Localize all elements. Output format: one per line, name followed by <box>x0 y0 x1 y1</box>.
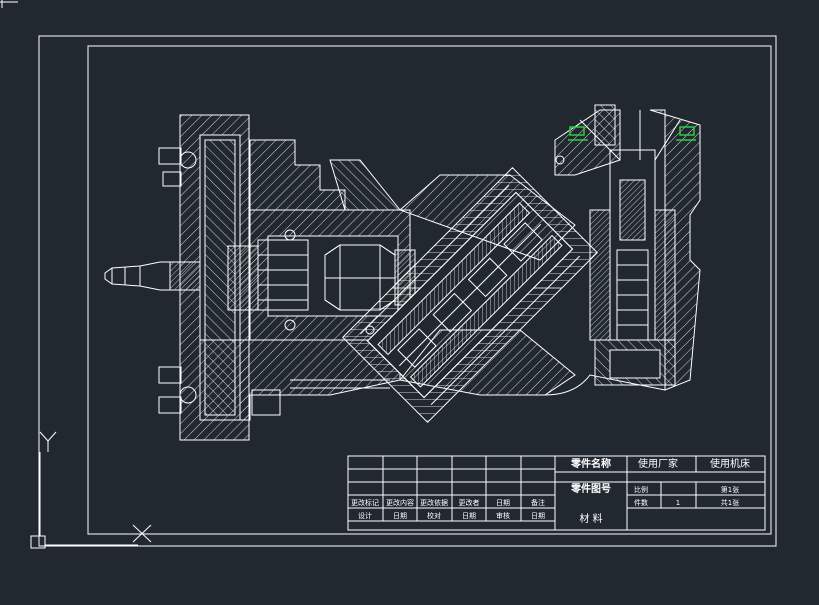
sign-header-date-3: 日期 <box>531 512 545 520</box>
sheet-no-label: 第1张 <box>721 485 739 494</box>
revision-header-author: 更改者 <box>459 498 480 507</box>
inner-frame <box>87 45 772 535</box>
quantity-label: 件数 <box>634 498 648 507</box>
revision-header-mark: 更改标记 <box>351 498 379 507</box>
title-block-text: 零件名称 使用厂家 使用机床 零件图号 比例 第1张 件数 1 共1张 材 料 … <box>351 457 750 525</box>
quantity-value: 1 <box>676 499 680 507</box>
x-cursor-mark <box>132 524 152 543</box>
green-highlight-features <box>568 126 696 141</box>
revision-header-basis: 更改依据 <box>420 498 448 507</box>
user-machine-label: 使用机床 <box>710 457 750 470</box>
ucs-icon <box>30 431 138 549</box>
revision-header-content: 更改内容 <box>386 498 414 507</box>
assembly-section-view <box>104 104 701 441</box>
scale-label: 比例 <box>634 485 648 494</box>
sign-header-check: 校对 <box>427 511 441 520</box>
revision-header-date: 日期 <box>496 499 510 507</box>
sign-header-design: 设计 <box>358 511 372 520</box>
sign-header-date-2: 日期 <box>462 512 476 520</box>
sign-header-date-1: 日期 <box>393 512 407 520</box>
outer-frame <box>38 35 777 547</box>
corner-crosshair <box>0 0 18 8</box>
part-name-label: 零件名称 <box>570 457 611 470</box>
user-factory-label: 使用厂家 <box>638 457 678 470</box>
material-label: 材 料 <box>579 512 602 525</box>
sign-header-review: 审核 <box>496 511 510 520</box>
revision-header-remarks: 备注 <box>531 498 545 507</box>
title-block <box>347 455 766 531</box>
total-sheets-label: 共1张 <box>721 498 739 507</box>
part-drawing-no-label: 零件图号 <box>570 482 611 495</box>
